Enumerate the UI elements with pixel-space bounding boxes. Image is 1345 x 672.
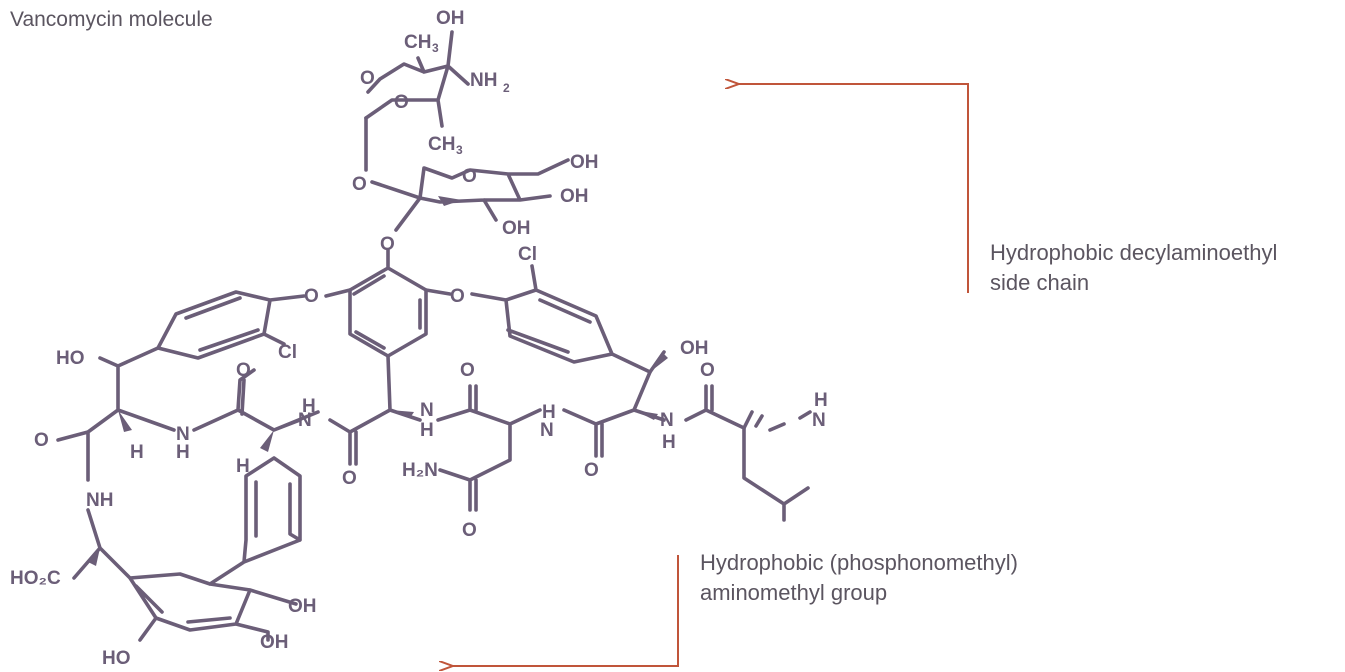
callout-decylaminoethyl: Hydrophobic decylaminoethyl side chain — [990, 238, 1277, 298]
atom-label: O — [360, 68, 375, 89]
atom-label: H — [176, 442, 190, 463]
atom-label: OH — [560, 186, 589, 207]
atom-label: HO — [56, 348, 85, 369]
atom-label: CH — [428, 134, 455, 155]
atom-label: Cl — [278, 342, 297, 363]
atom-label: NH — [86, 490, 113, 511]
atom-label: O — [462, 166, 477, 187]
atom-label: O — [236, 360, 251, 381]
atom-label: N — [176, 424, 190, 445]
atom-label: 2 — [503, 81, 510, 95]
atom-label: OH — [436, 8, 465, 29]
atom-label: O — [342, 468, 357, 489]
atom-label: O — [380, 234, 395, 255]
atom-label: O — [394, 92, 409, 113]
atom-label: HO₂C — [10, 568, 61, 589]
callout-1-line-1: Hydrophobic decylaminoethyl — [990, 240, 1278, 265]
atom-label: O — [460, 360, 475, 381]
atom-label: N — [660, 410, 674, 431]
atom-label: H — [662, 432, 676, 453]
atom-label: HO — [102, 648, 131, 669]
atom-label: OH — [502, 218, 531, 239]
atom-label: 3 — [432, 41, 439, 55]
callout-arrow-1 — [738, 84, 969, 293]
atom-label: OH — [680, 338, 709, 359]
atom-label: O — [450, 286, 465, 307]
atom-label: OH — [288, 596, 317, 617]
atom-label: H — [542, 402, 556, 423]
atom-label: O — [304, 286, 319, 307]
bonds — [56, 30, 812, 642]
atom-label: O — [700, 360, 715, 381]
atom-label: O — [584, 460, 599, 481]
atom-label: CH — [404, 32, 431, 53]
callout-2-line-2: aminomethyl group — [700, 580, 888, 605]
atom-label: H — [130, 442, 144, 463]
atom-label: H — [236, 456, 250, 477]
atom-label: Cl — [518, 244, 537, 265]
atom-label: 3 — [456, 143, 463, 157]
callout-arrow-2 — [452, 555, 679, 666]
atom-label: H₂N — [402, 460, 438, 481]
atom-label: H — [302, 396, 316, 417]
atom-label: N — [298, 410, 312, 431]
atom-label: O — [462, 520, 477, 541]
atom-label: N — [812, 410, 826, 431]
atom-label: N — [540, 420, 554, 441]
callout-phosphonomethyl: Hydrophobic (phosphonomethyl) aminomethy… — [700, 548, 1018, 608]
atom-label: N — [420, 400, 434, 421]
atom-label: O — [352, 174, 367, 195]
atom-label: NH — [470, 70, 497, 91]
atom-label: O — [34, 430, 49, 451]
diagram-title: Vancomycin molecule — [10, 8, 213, 31]
atom-label: H — [814, 390, 828, 411]
callout-2-line-1: Hydrophobic (phosphonomethyl) — [700, 550, 1018, 575]
atom-label: OH — [570, 152, 599, 173]
atom-label: H — [420, 420, 434, 441]
callout-1-line-2: side chain — [990, 270, 1090, 295]
atom-label: OH — [260, 632, 289, 653]
